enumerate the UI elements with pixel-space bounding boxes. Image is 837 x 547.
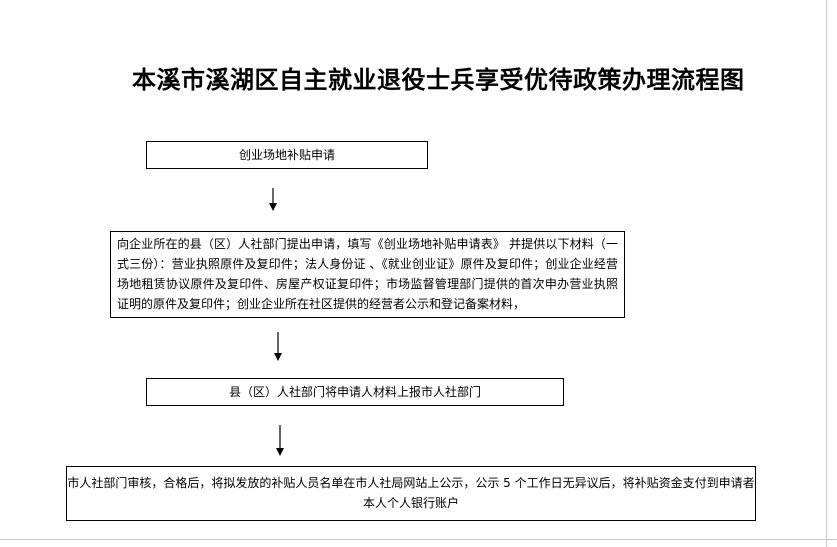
page-edge-line — [0, 539, 837, 540]
page-title: 本溪市溪湖区自主就业退役士兵享受优待政策办理流程图 — [132, 65, 745, 94]
flow-step-2-box: 向企业所在的县（区）人社部门提出申请，填写《创业场地补贴申请表》 并提供以下材料… — [110, 231, 625, 318]
flow-step-3-box: 县（区）人社部门将申请人材料上报市人社部门 — [146, 378, 564, 406]
page-edge-line — [826, 0, 827, 547]
flow-step-2-text: 向企业所在的县（区）人社部门提出申请，填写《创业场地补贴申请表》 并提供以下材料… — [117, 237, 618, 311]
flow-step-3-text: 县（区）人社部门将申请人材料上报市人社部门 — [228, 385, 481, 399]
flow-step-1-box: 创业场地补贴申请 — [146, 141, 428, 169]
flow-step-4-text: 市人社部门审核，合格后，将拟发放的补贴人员名单在市人社局网站上公示，公示 5 个… — [67, 476, 755, 510]
flow-step-1-text: 创业场地补贴申请 — [238, 148, 335, 162]
flow-step-4-box: 市人社部门审核，合格后，将拟发放的补贴人员名单在市人社局网站上公示，公示 5 个… — [66, 466, 756, 521]
down-arrow-icon — [272, 332, 284, 362]
down-arrow-icon — [267, 188, 279, 212]
down-arrow-icon — [274, 425, 286, 457]
